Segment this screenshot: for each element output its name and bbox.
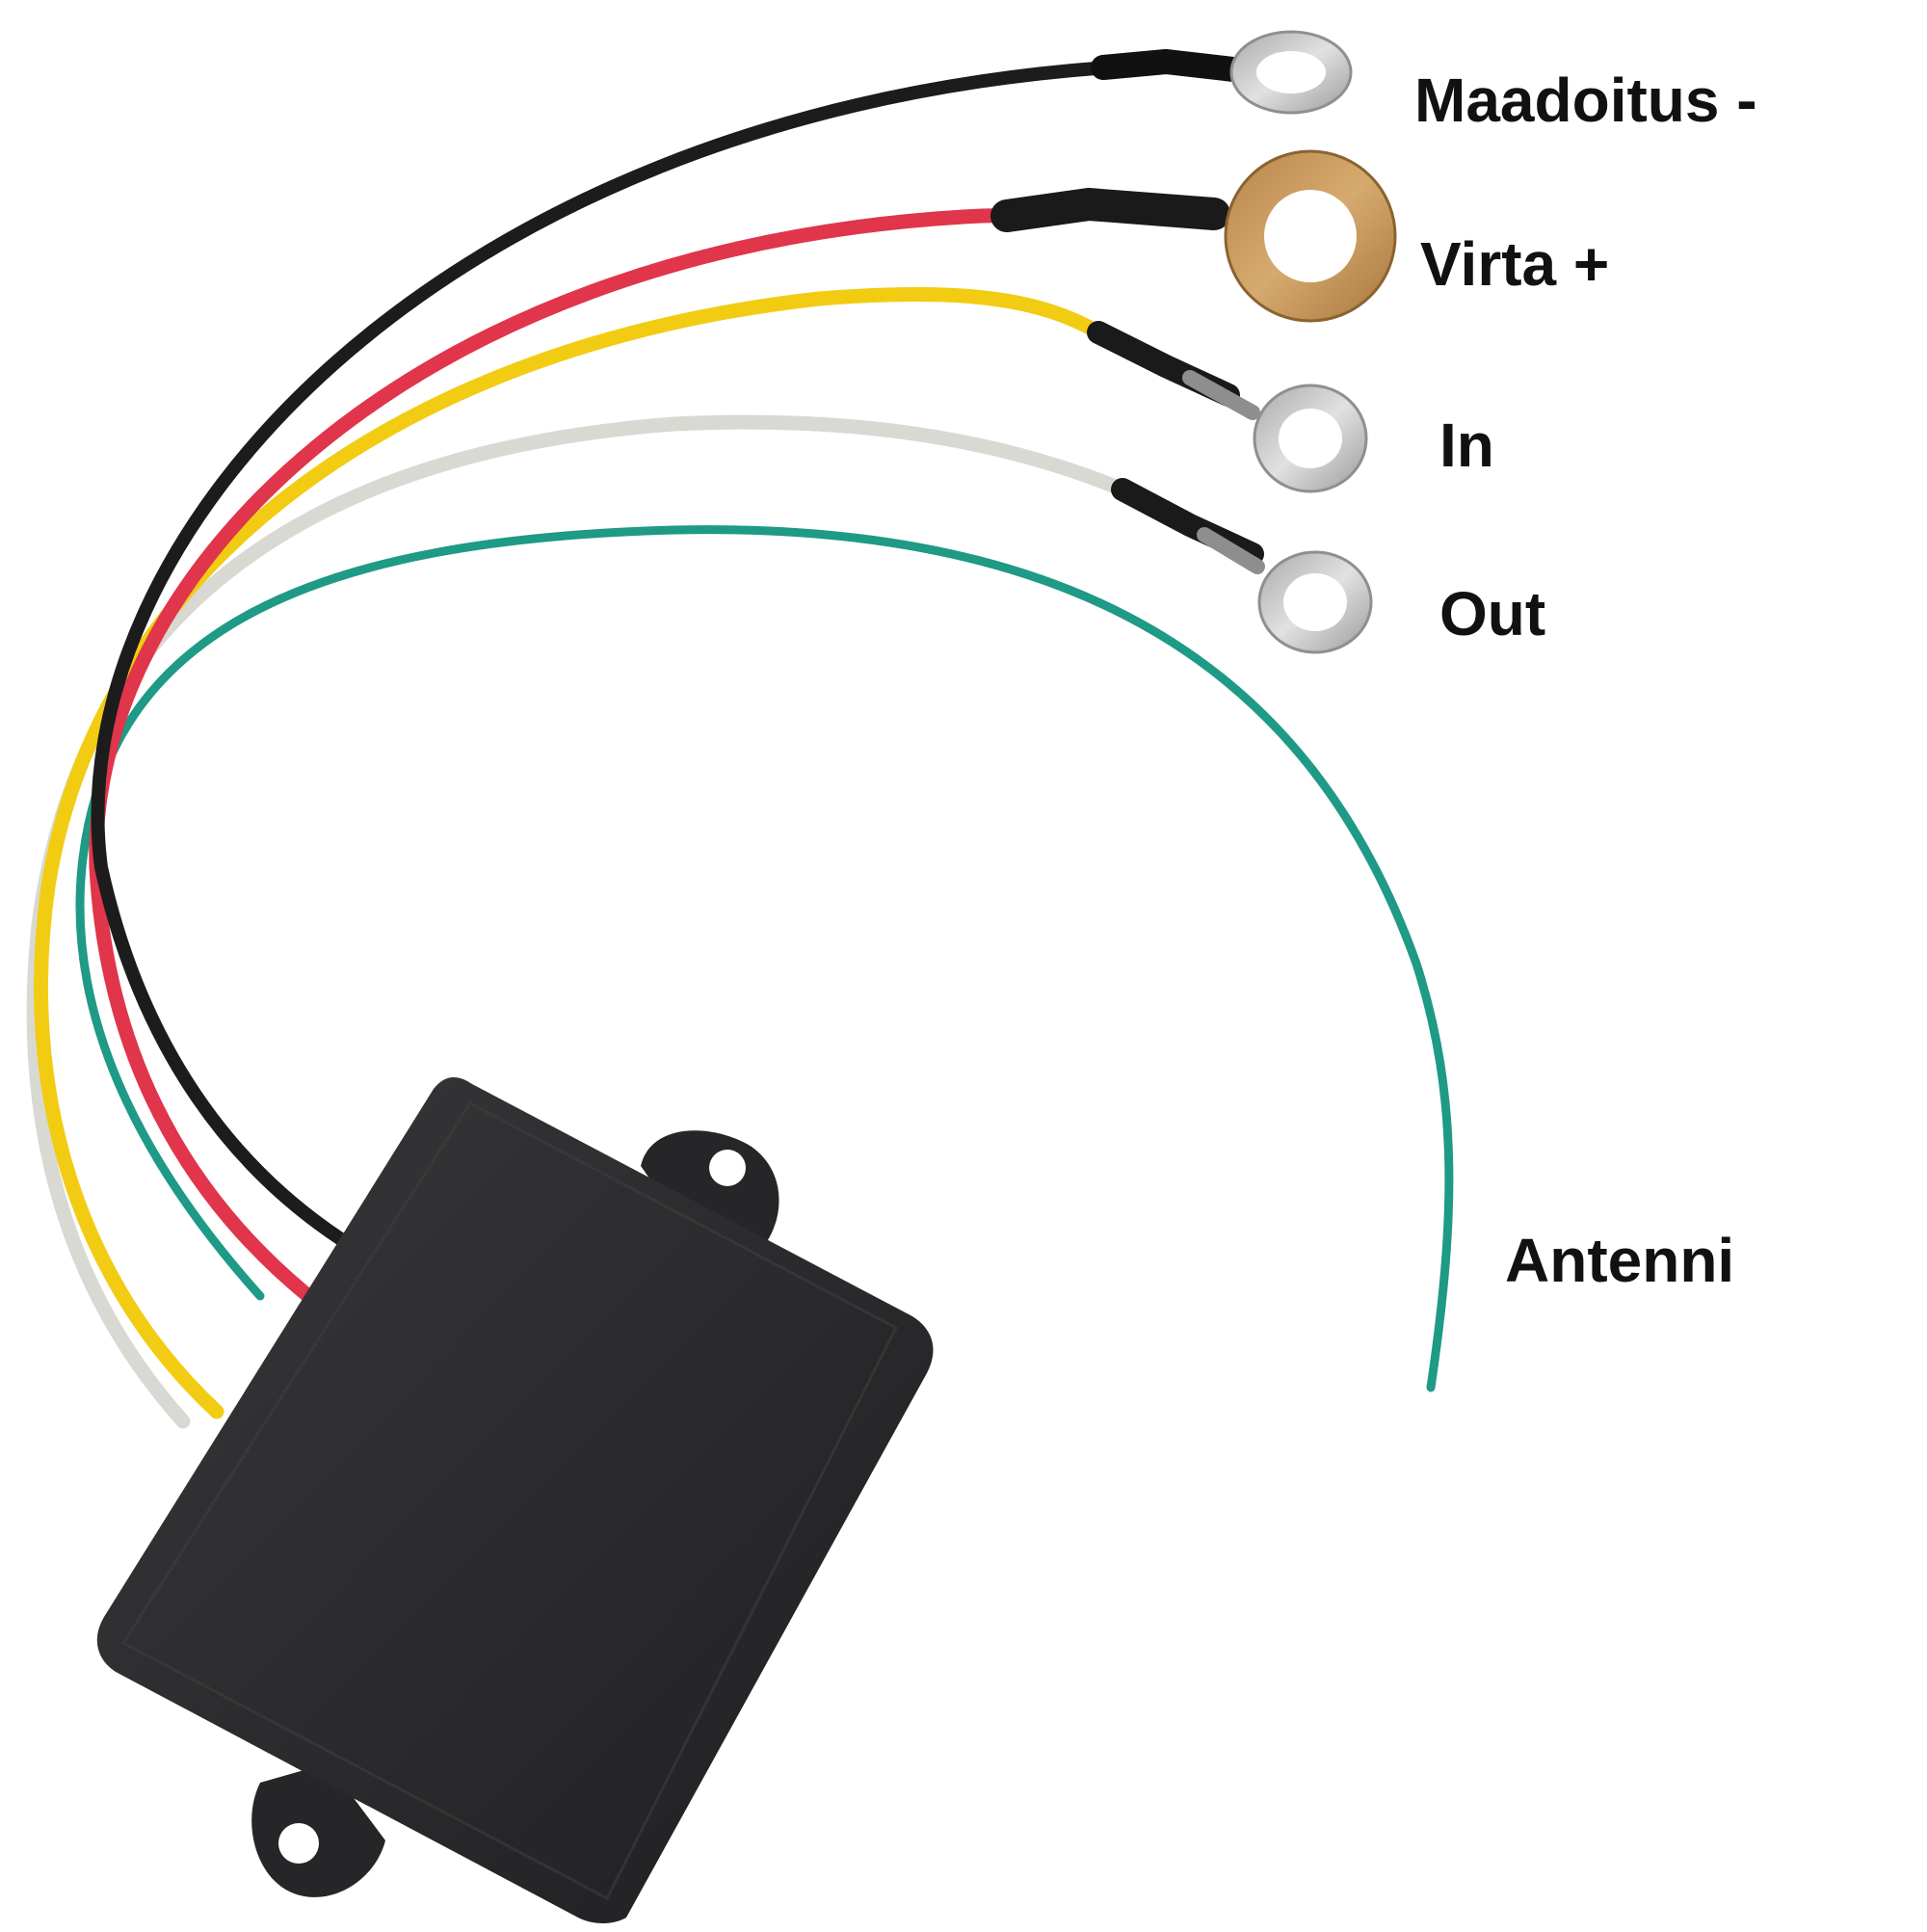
ground-wire <box>91 61 1115 1250</box>
output-terminal-barrel <box>1197 527 1265 574</box>
ground-crimp-sleeve <box>1091 48 1246 82</box>
label-input: In <box>1439 410 1494 480</box>
label-power: Virta + <box>1420 229 1610 299</box>
ring-terminal-icon <box>1229 30 1353 115</box>
ring-terminal-icon <box>1224 149 1397 323</box>
power-crimp-sleeve <box>990 187 1230 232</box>
output-wire <box>26 414 1135 1429</box>
module-mounting-tab-top <box>641 1130 779 1243</box>
input-wire <box>33 287 1106 1419</box>
wire-output <box>26 414 1373 1429</box>
wire-input <box>33 287 1368 1419</box>
wire-antenna <box>75 525 1454 1392</box>
module-body <box>96 1077 934 1923</box>
wire-ground <box>91 30 1353 1250</box>
mounting-hole-top <box>709 1150 746 1186</box>
receiver-module-icon <box>96 1077 934 1923</box>
label-antenna: Antenni <box>1505 1226 1735 1295</box>
power-wire <box>89 208 1015 1304</box>
wire-power <box>89 149 1397 1304</box>
label-ground: Maadoitus - <box>1414 66 1757 135</box>
label-output: Out <box>1439 579 1546 648</box>
ring-terminal-icon <box>1257 550 1373 654</box>
mounting-hole-bottom <box>278 1823 319 1864</box>
input-terminal-barrel <box>1182 370 1260 420</box>
ring-terminal-icon <box>1253 384 1368 493</box>
module-face-edge <box>120 1101 899 1901</box>
antenna-wire <box>75 525 1454 1392</box>
